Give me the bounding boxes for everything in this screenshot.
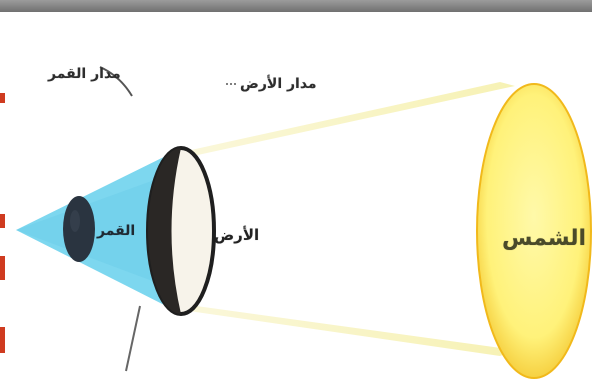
- earth-orbit-label: مدار الأرض: [240, 76, 317, 92]
- moon-label: القمر: [97, 223, 135, 239]
- left-edge-mark: [0, 327, 5, 353]
- earth-label: الأرض: [214, 226, 259, 244]
- left-edge-mark: [0, 214, 5, 228]
- left-edge-mark: [0, 256, 5, 280]
- moon-orbit-label: مدار القمر: [48, 66, 121, 82]
- sun-label: الشمس: [502, 226, 586, 251]
- left-edge-mark: [0, 93, 5, 103]
- moon-highlight: [70, 210, 80, 232]
- top-frame-bar: [0, 0, 592, 12]
- moon-shape: [63, 196, 95, 262]
